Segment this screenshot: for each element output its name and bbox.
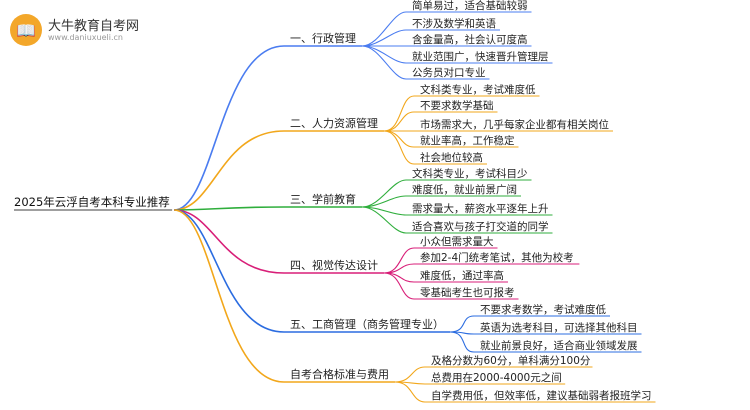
leaf-connector bbox=[361, 45, 407, 80]
leaf-connector bbox=[383, 130, 415, 165]
branch-connector bbox=[174, 209, 285, 333]
branch-label: 自考合格标准与费用 bbox=[290, 367, 389, 381]
leaf-label: 自学费用低，但效率低，建议基础弱者报班学习 bbox=[431, 389, 652, 402]
leaf-connector bbox=[383, 111, 415, 132]
logo-url: www.daniuxueli.cn bbox=[48, 33, 123, 42]
branch-connector bbox=[174, 130, 285, 211]
leaf-label: 公务员对口专业 bbox=[412, 66, 486, 79]
leaf-label: 含金量高，社会认可度高 bbox=[412, 33, 528, 46]
book-icon: 📖 bbox=[10, 14, 42, 46]
leaf-connector bbox=[361, 179, 407, 208]
leaf-connector bbox=[449, 331, 475, 353]
leaf-label: 难度低，通过率高 bbox=[420, 269, 504, 282]
leaf-label: 市场需求大，几乎每家企业都有相关岗位 bbox=[420, 118, 609, 131]
leaf-connector bbox=[449, 315, 475, 333]
branch-label: 四、视觉传达设计 bbox=[290, 258, 378, 272]
leaf-connector bbox=[383, 272, 415, 283]
leaf-connector bbox=[394, 381, 426, 403]
root-label: 2025年云浮自考本科专业推荐 bbox=[14, 195, 170, 209]
leaf-label: 不涉及数学和英语 bbox=[412, 17, 496, 30]
leaf-connector bbox=[383, 263, 415, 274]
leaf-connector bbox=[361, 206, 407, 234]
branch-connector bbox=[174, 206, 285, 211]
leaf-label: 参加2-4门统考笔试，其他为校考 bbox=[420, 251, 574, 264]
leaf-label: 就业范围广，快速晋升管理层 bbox=[412, 50, 549, 63]
branch-connector bbox=[174, 209, 285, 383]
leaf-label: 及格分数为60分，单科满分100分 bbox=[431, 354, 591, 367]
logo-title: 大牛教育自考网 bbox=[48, 19, 140, 34]
leaf-connector bbox=[383, 272, 415, 300]
leaf-connector bbox=[361, 29, 407, 47]
branch-label: 一、行政管理 bbox=[290, 31, 356, 45]
leaf-label: 文科类专业，考试科目少 bbox=[412, 167, 528, 180]
branch-connector bbox=[174, 45, 285, 211]
leaf-label: 总费用在2000-4000元之间 bbox=[431, 371, 562, 384]
leaf-label: 不要求数学基础 bbox=[420, 99, 494, 112]
leaf-label: 需求量大，薪资水平逐年上升 bbox=[412, 202, 549, 215]
branch-label: 五、工商管理（商务管理专业） bbox=[290, 317, 444, 331]
leaf-connector bbox=[383, 95, 415, 132]
site-logo: 📖 大牛教育自考网 www.daniuxueli.cn bbox=[10, 14, 150, 48]
leaf-label: 文科类专业，考试难度低 bbox=[420, 83, 536, 96]
leaf-label: 社会地位较高 bbox=[420, 151, 483, 164]
leaf-label: 简单易过，适合基础较弱 bbox=[412, 0, 528, 12]
leaf-label: 难度低，就业前景广阔 bbox=[412, 183, 517, 196]
branch-label: 二、人力资源管理 bbox=[290, 116, 378, 130]
leaf-label: 零基础考生也可报考 bbox=[420, 286, 515, 299]
branch-connector bbox=[174, 209, 285, 274]
leaf-connector bbox=[361, 11, 407, 47]
leaf-label: 不要求考数学，考试难度低 bbox=[480, 303, 606, 316]
leaf-label: 就业前景良好，适合商业领域发展 bbox=[480, 339, 638, 352]
leaf-label: 小众但需求量大 bbox=[420, 235, 494, 248]
branch-label: 三、学前教育 bbox=[290, 192, 356, 206]
leaf-label: 适合喜欢与孩子打交道的同学 bbox=[412, 220, 549, 233]
leaf-label: 就业率高，工作稳定 bbox=[420, 134, 515, 147]
leaf-label: 英语为选考科目，可选择其他科目 bbox=[480, 321, 638, 334]
leaf-connector bbox=[394, 366, 426, 383]
